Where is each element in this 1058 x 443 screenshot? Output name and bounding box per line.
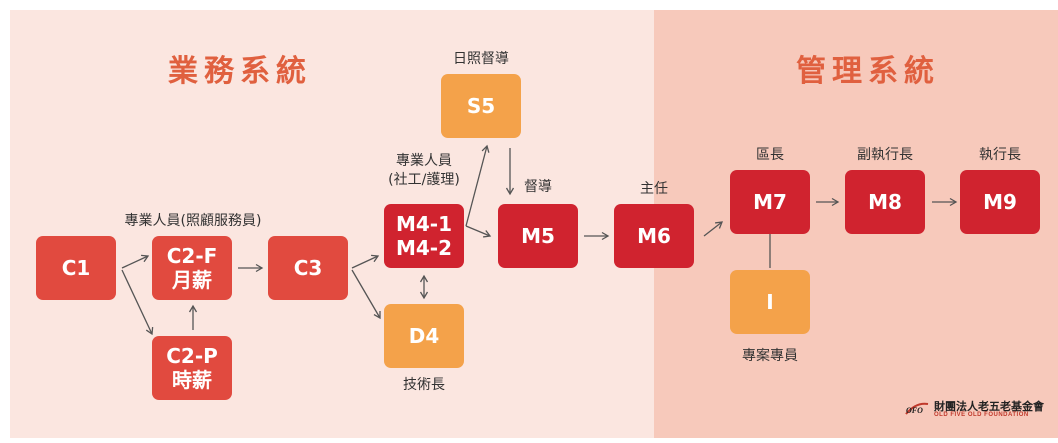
arrow-c3-m4 [351,254,380,269]
m6-role-label: 主任 [640,181,668,197]
m4-role-line1: 專業人員 [395,153,452,169]
node-s5-label: S5 [466,93,496,118]
logo-name-chinese: 財團法人老五老基金會 [934,400,1044,413]
node-m6-label: M6 [637,223,671,248]
node-m8: M8 [845,170,925,234]
m7-role-label: 區長 [756,147,784,163]
node-i: I [730,270,810,334]
node-m7: M7 [730,170,810,234]
d4-role-label: 技術長 [403,377,445,393]
arrow-m4-s5 [465,144,490,227]
arrow-c1-c2p [121,269,154,336]
m9-role-label: 執行長 [979,147,1021,163]
node-c2p-line2: 時薪 [172,368,212,392]
s5-role-label: 日照督導 [453,51,509,67]
arrow-m6-m7 [703,221,724,237]
node-c2f-line2: 月薪 [172,268,212,292]
m5-role-label: 督導 [524,179,552,195]
node-m5: M5 [498,204,578,268]
arrow-c1-c2f [121,254,150,269]
management-system-title: 管理系統 [796,54,940,89]
node-c2p: C2-P 時薪 [152,336,232,400]
c2-role-label: 專業人員(照顧服務員) [124,213,262,229]
business-system-title: 業務系統 [168,54,312,89]
arrow-c3-d4 [351,269,381,320]
logo-name-english: OLD FIVE OLD FOUNDATION [934,412,1029,418]
m8-role-label: 副執行長 [857,147,913,163]
node-m6: M6 [614,204,694,268]
node-m5-label: M5 [521,223,555,248]
i-role-label: 專案專員 [742,348,798,364]
node-c2f: C2-F 月薪 [152,236,232,300]
m4-role-label: 專業人員 (社工/護理) [388,152,460,190]
node-d4: D4 [384,304,464,368]
node-c2p-line1: C2-P [166,343,218,368]
node-c1: C1 [36,236,116,300]
node-m4: M4-1 M4-2 [384,204,464,268]
node-d4-label: D4 [408,323,440,348]
node-m8-label: M8 [868,189,902,214]
node-m7-label: M7 [753,189,787,214]
logo-swoosh-icon [905,402,929,415]
foundation-logo: OFO 財團法人老五老基金會 OLD FIVE OLD FOUNDATION [904,398,1054,422]
node-c2f-line1: C2-F [166,243,218,268]
node-c3-label: C3 [293,255,323,280]
logo-abbreviation: OFO [906,406,923,415]
node-c1-label: C1 [61,255,91,280]
node-m9: M9 [960,170,1040,234]
m4-role-line2: (社工/護理) [388,171,460,188]
arrow-m4-m5 [465,225,492,238]
node-m9-label: M9 [983,189,1017,214]
node-i-label: I [766,289,774,314]
node-s5: S5 [441,74,521,138]
node-m4-line2: M4-2 [395,236,453,260]
node-m4-line1: M4-1 [395,211,453,236]
node-c3: C3 [268,236,348,300]
